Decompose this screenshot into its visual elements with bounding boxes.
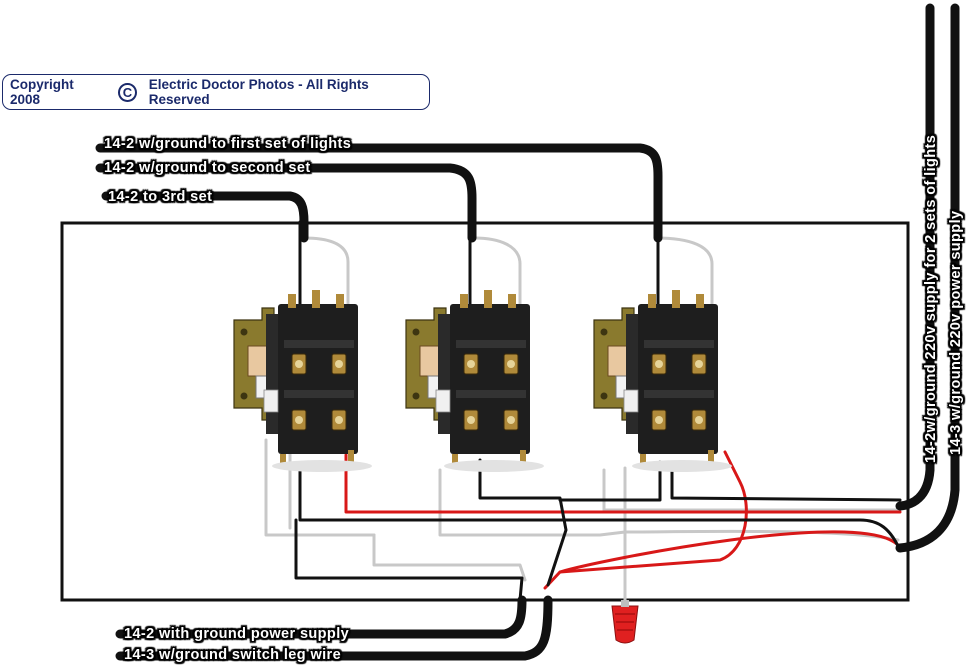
copyright-owner-text: Electric Doctor Photos - All Rights Rese…: [148, 77, 369, 107]
enclosure-box: [60, 221, 910, 602]
copyright-icon: C: [118, 82, 137, 102]
label-switch-leg: 14-3 w/ground switch leg wire: [124, 647, 342, 663]
label-220v-supply-2-sets: 14-2w/ground 220v supply for 2 sets of l…: [923, 134, 939, 463]
label-first-set: 14-2 w/ground to first set of lights: [104, 136, 352, 152]
label-second-set: 14-2 w/ground to second set: [104, 160, 311, 176]
contactor-1-icon: [233, 289, 373, 473]
cable-runs: [95, 3, 960, 661]
contactor-2-icon: [405, 289, 545, 473]
contactor-3-icon: [593, 289, 733, 473]
wire-nut-icon: [611, 600, 639, 644]
copyright-banner: Copyright 2008 C Electric Doctor Photos …: [2, 74, 430, 110]
label-220v-power-supply: 14-3 w/ground 220v power supply: [948, 210, 964, 455]
red-wires: [344, 450, 902, 590]
label-third-set: 14-2 to 3rd set: [108, 189, 213, 205]
white-wires: [264, 236, 902, 607]
copyright-year-text: Copyright 2008: [10, 77, 74, 107]
label-power-supply: 14-2 with ground power supply: [124, 626, 350, 642]
black-wires: [294, 220, 902, 602]
